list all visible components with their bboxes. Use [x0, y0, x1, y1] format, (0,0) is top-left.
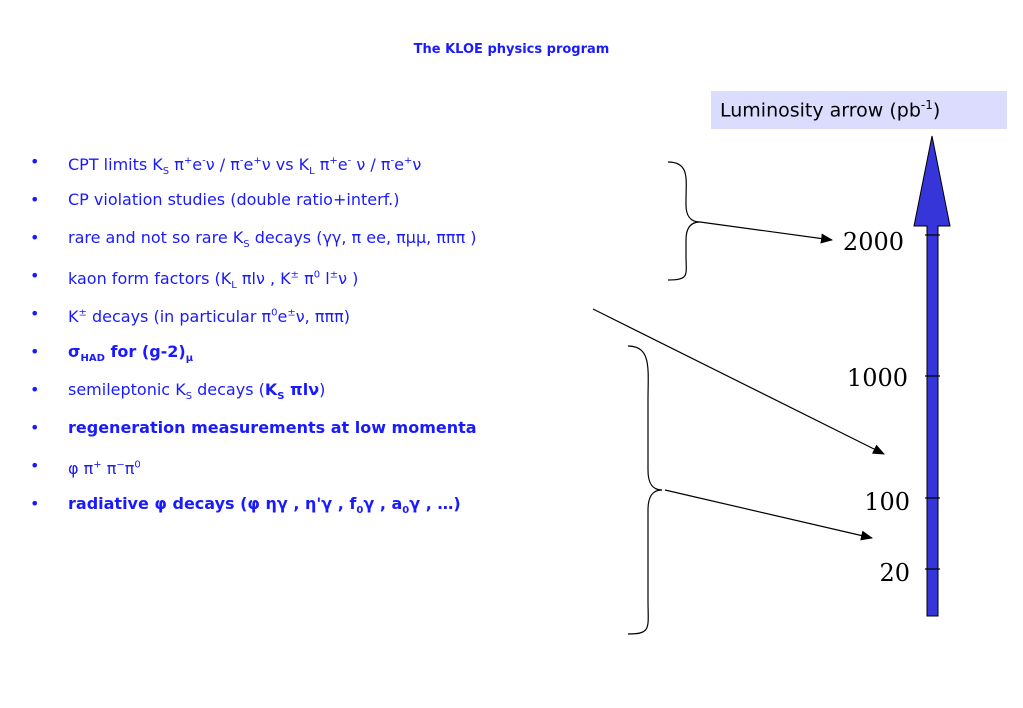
bullet-dot: •	[30, 304, 40, 323]
bullet-dot: •	[30, 342, 40, 361]
list-item: • K± decays (in particular π0e±ν, πππ)	[30, 302, 650, 340]
arrow-to-2000	[699, 221, 833, 244]
list-item: • σHAD for (g-2)μ	[30, 340, 650, 378]
bullet-dot: •	[30, 190, 40, 209]
list-item: • kaon form factors (KL πlν , K± π0 l±ν …	[30, 264, 650, 302]
page-title: The KLOE physics program	[413, 42, 610, 57]
lower-curly-brace	[627, 345, 663, 635]
bullet-dot: •	[30, 266, 40, 285]
bullet-dot: •	[30, 418, 40, 437]
luminosity-label-close: )	[932, 99, 941, 122]
tick-label-100: 100	[864, 488, 910, 516]
arrow-to-1000-100	[592, 308, 885, 455]
list-item: • radiative φ decays (φ ηγ , η'γ , f0γ ,…	[30, 492, 650, 530]
item-text: φ π+ π−π0	[68, 459, 141, 479]
list-item: • semileptonic KS decays (KS πlν)	[30, 378, 650, 416]
luminosity-exponent: -1	[920, 98, 933, 112]
list-item: • CPT limits KS π+e-ν / π-e+ν vs KL π+e-…	[30, 150, 650, 188]
list-item: • regeneration measurements at low momen…	[30, 416, 650, 454]
arrow-to-100-20	[664, 489, 873, 541]
item-text: K± decays (in particular π0e±ν, πππ)	[68, 307, 350, 327]
bullet-dot: •	[30, 494, 40, 513]
bullet-dot: •	[30, 456, 40, 475]
item-text: radiative φ decays (φ ηγ , η'γ , f0γ , a…	[68, 494, 461, 517]
item-text: regeneration measurements at low momenta	[68, 418, 477, 437]
bullet-dot: •	[30, 228, 40, 247]
item-text: semileptonic KS decays (KS πlν)	[68, 380, 326, 403]
item-text: CP violation studies (double ratio+inter…	[68, 190, 400, 209]
list-item: • CP violation studies (double ratio+int…	[30, 188, 650, 226]
tick-label-20: 20	[879, 559, 910, 587]
item-text: kaon form factors (KL πlν , K± π0 l±ν )	[68, 269, 359, 292]
luminosity-label: Luminosity arrow (pb-1)	[711, 91, 1007, 129]
tick-label-1000: 1000	[847, 364, 908, 392]
bullet-dot: •	[30, 152, 40, 171]
bullet-dot: •	[30, 380, 40, 399]
luminosity-label-text: Luminosity arrow (pb	[720, 99, 921, 122]
item-text: σHAD for (g-2)μ	[68, 342, 194, 365]
list-item: • φ π+ π−π0	[30, 454, 650, 492]
physics-program-list: • CPT limits KS π+e-ν / π-e+ν vs KL π+e-…	[30, 150, 650, 530]
list-item: • rare and not so rare KS decays (γγ, π …	[30, 226, 650, 264]
tick-label-2000: 2000	[843, 228, 904, 256]
upper-curly-brace	[667, 161, 701, 281]
item-text: rare and not so rare KS decays (γγ, π ee…	[68, 228, 477, 251]
item-text: CPT limits KS π+e-ν / π-e+ν vs KL π+e- ν…	[68, 155, 422, 178]
